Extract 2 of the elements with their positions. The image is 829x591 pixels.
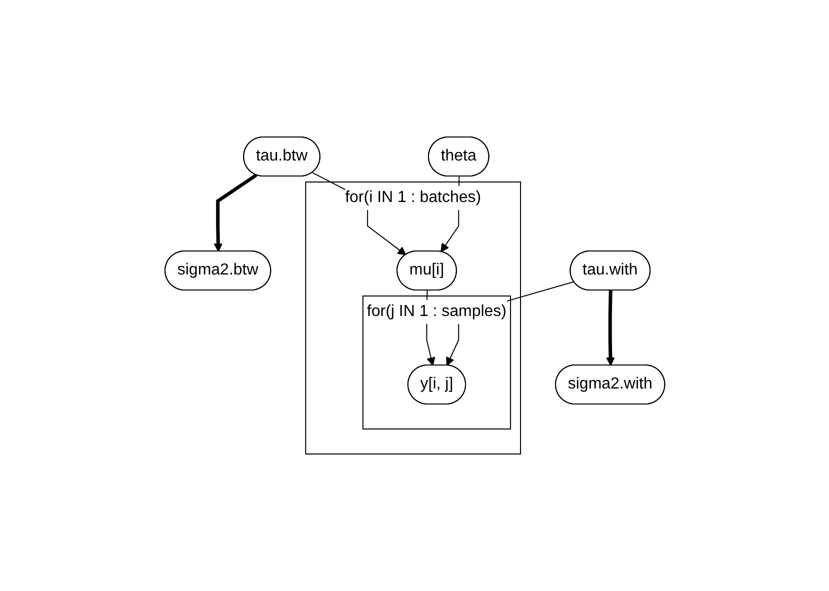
arrow [606,290,614,366]
arrow [213,174,257,252]
